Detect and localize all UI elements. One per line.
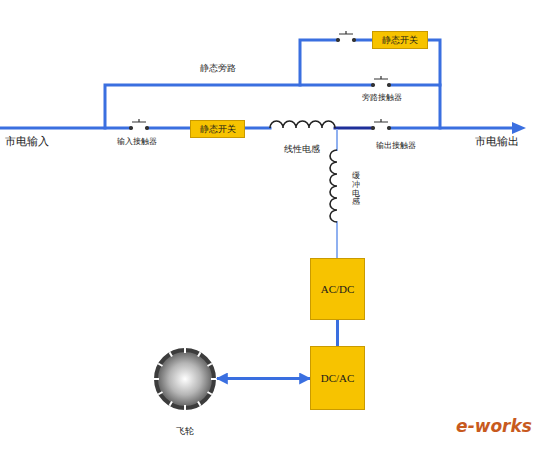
output-contactor-symbol [372, 119, 391, 130]
box-label: DC/AC [321, 372, 355, 384]
part-label: 静态旁路 [200, 63, 236, 73]
part-label: 市电输出 [475, 136, 519, 149]
box-label: 静态开关 [382, 34, 418, 47]
flywheel-label: 飞轮 [176, 425, 194, 438]
static-switch-box: 静态开关 [372, 31, 428, 49]
static-bypass-contactor-symbol [337, 31, 356, 42]
flywheel-disc [153, 347, 217, 411]
input-contactor-symbol [130, 119, 149, 130]
inverter-box: DC/AC [310, 346, 365, 410]
box-label: AC/DC [321, 283, 355, 295]
watermark: e-works [456, 417, 532, 437]
output-arrowhead [512, 122, 526, 134]
part-label: 市电输入 [5, 136, 49, 149]
energy-flow-arrow [217, 377, 310, 380]
buffer-inductor-coil [330, 150, 337, 222]
bypass-wire [105, 85, 440, 128]
bypass-contactor-symbol [372, 76, 391, 87]
static-switch-box: 静态开关 [190, 120, 245, 138]
output-wire [335, 127, 372, 130]
part-label: 线性电感 [284, 144, 320, 154]
part-label: 旁路接触器 [362, 93, 402, 102]
flywheel-rim [156, 350, 214, 408]
part-label: 输出接触器 [376, 141, 416, 150]
output-wire [390, 127, 514, 130]
box-label: 静态开关 [200, 123, 236, 136]
part-label: 缓冲电感 [352, 172, 360, 207]
dc-link [336, 320, 339, 346]
flywheel-notches [154, 348, 216, 410]
rectifier-box: AC/DC [310, 258, 365, 320]
part-label: 输入接触器 [117, 137, 157, 146]
linear-inductor-coil [270, 121, 335, 128]
flywheel: 飞轮 [153, 347, 217, 411]
